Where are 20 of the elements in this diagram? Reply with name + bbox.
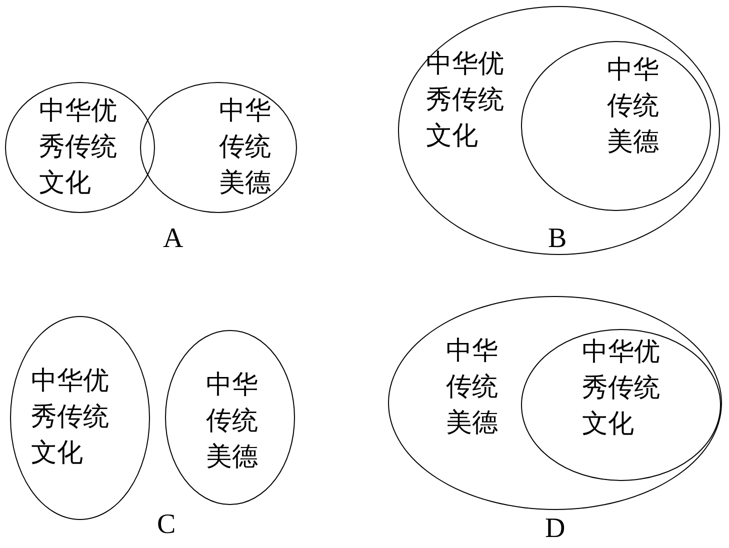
ellipse-label: 中华优秀传统文化 — [31, 365, 109, 470]
ellipse — [5, 82, 155, 213]
option-letter: A — [163, 222, 184, 256]
ellipse-label: 中华优秀传统文化 — [426, 48, 504, 153]
ellipse — [165, 330, 295, 505]
option-letter: D — [545, 512, 566, 546]
ellipse-label: 中华传统美德 — [607, 54, 659, 159]
option-letter: C — [157, 508, 176, 542]
ellipse — [521, 329, 721, 481]
ellipse — [388, 296, 722, 510]
option-letter: B — [548, 222, 567, 256]
ellipse — [521, 41, 711, 211]
ellipse — [140, 82, 297, 213]
ellipse — [398, 6, 720, 255]
ellipse-label: 中华优秀传统文化 — [39, 95, 117, 200]
ellipse-label: 中华传统美德 — [219, 95, 271, 200]
ellipse-label: 中华传统美德 — [206, 369, 258, 474]
ellipse-label: 中华优秀传统文化 — [582, 336, 660, 441]
ellipse-label: 中华传统美德 — [446, 335, 498, 440]
ellipse — [10, 316, 150, 520]
